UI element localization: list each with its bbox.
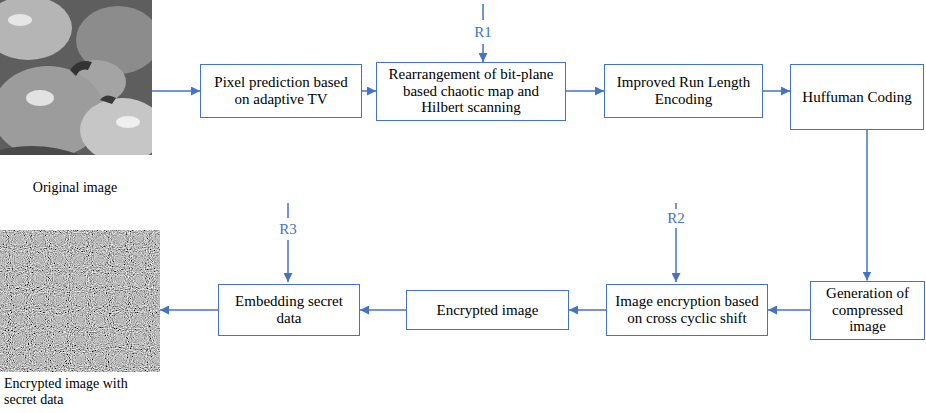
photo-node: Encrypted image with secret data [0,230,160,410]
noise-image [0,230,160,372]
photo-highlight [116,116,140,128]
flow-arrow [768,309,810,311]
flow-arrow [866,130,868,281]
pepper-shape [80,98,152,155]
flow-arrow [763,90,790,92]
flow-arrow [566,90,604,92]
flow-arrow [152,90,200,92]
process-box: Huffuman Coding [790,64,924,130]
flow-arrow [160,309,218,311]
node-text: Original image [0,180,150,196]
node-text: Huffuman Coding [802,89,911,106]
process-box: Image encryption based on cross cyclic s… [606,284,768,336]
process-box: Encrypted image [406,290,569,330]
leader-line [287,203,289,218]
node-text: Pixel prediction based on adaptive TV [205,74,357,108]
peppers-photo [0,0,152,155]
node-text: Encrypted image with secret data [4,376,158,408]
reference-label: R2 [666,210,686,227]
leader-arrow [675,228,677,282]
process-box: Rearrangement of bit-plane based chaotic… [376,62,566,121]
process-box: Generation of compressed image [810,281,925,340]
leader-lines [288,4,676,282]
process-box: Embedding secret data [218,284,360,336]
reference-label: R1 [473,24,493,41]
process-box: Improved Run Length Encoding [604,64,763,118]
leader-arrow [287,240,289,282]
node-text: Improved Run Length Encoding [609,74,758,108]
leader-line [675,203,677,209]
process-box: Pixel prediction based on adaptive TV [200,64,362,118]
node-text: Embedding secret data [223,293,355,327]
node-text: Rearrangement of bit-plane based chaotic… [381,66,561,116]
flow-arrow [569,309,606,311]
photo-shadow [0,146,80,155]
node-text: Generation of compressed image [815,285,920,335]
reference-label: R3 [278,221,298,238]
pepper-stem [70,61,92,76]
photo-highlight [8,14,32,26]
leader-line [482,4,484,20]
node-text: Encrypted image [436,302,538,319]
flow-arrow [362,90,376,92]
leader-arrow [482,44,484,62]
photo-highlight [26,90,54,106]
pepper-stem [100,95,116,104]
flow-arrow [360,309,406,311]
pepper-shape [0,0,72,60]
photo-node: Original image [0,0,152,204]
node-text: Image encryption based on cross cyclic s… [611,293,763,327]
